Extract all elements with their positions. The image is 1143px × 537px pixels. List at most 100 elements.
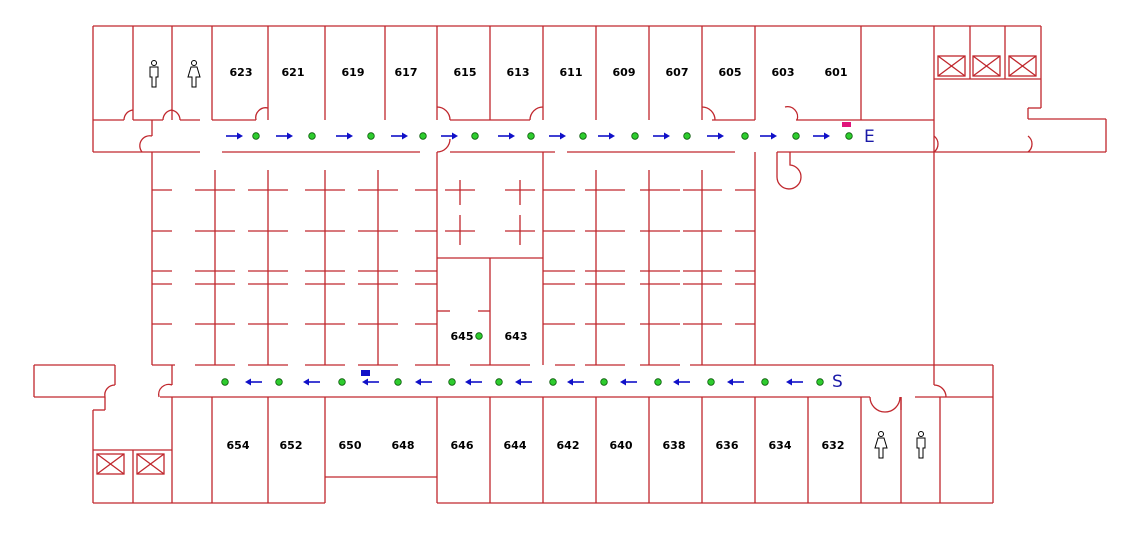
waypoint-dot: [448, 378, 456, 386]
door: [139, 135, 153, 153]
waypoint-dot: [394, 378, 402, 386]
waypoint-dot: [275, 378, 283, 386]
room-label-607: 607: [666, 66, 689, 79]
start-marker: [361, 370, 370, 376]
door: [869, 396, 901, 413]
waypoint-dot: [221, 378, 229, 386]
wall: [972, 55, 1001, 77]
waypoint-dot: [495, 378, 503, 386]
room-label-646: 646: [451, 439, 474, 452]
women-restroom-icon: [874, 431, 888, 459]
waypoint-dot: [654, 378, 662, 386]
men-restroom-icon: [916, 431, 926, 459]
arrow-right-icon: [441, 132, 458, 140]
wall: [1008, 55, 1037, 77]
room-label-609: 609: [613, 66, 636, 79]
room-label-623: 623: [230, 66, 253, 79]
waypoint-dot: [683, 132, 691, 140]
arrow-right-icon: [336, 132, 353, 140]
room-label-619: 619: [342, 66, 365, 79]
room-label-615: 615: [454, 66, 477, 79]
door: [436, 138, 451, 153]
room-label-613: 613: [507, 66, 530, 79]
room-label-617: 617: [395, 66, 418, 79]
room-label-645: 645: [451, 330, 474, 343]
arrow-left-icon: [303, 378, 320, 386]
waypoint-dot: [845, 132, 853, 140]
wall: [136, 453, 165, 475]
arrow-left-icon: [673, 378, 690, 386]
women-restroom-icon: [187, 60, 201, 88]
waypoint-dot: [631, 132, 639, 140]
arrow-right-icon: [549, 132, 566, 140]
arrow-right-icon: [391, 132, 408, 140]
arrow-right-icon: [498, 132, 515, 140]
waypoint-dot: [527, 132, 535, 140]
arrow-left-icon: [362, 378, 379, 386]
waypoint-dot: [579, 132, 587, 140]
door: [170, 109, 181, 121]
arrow-right-icon: [598, 132, 615, 140]
room-label-650: 650: [339, 439, 362, 452]
walls: [33, 25, 1107, 504]
end-marker: [842, 122, 851, 127]
arrow-left-icon: [465, 378, 482, 386]
waypoint-dot: [367, 132, 375, 140]
start-label: S: [832, 372, 843, 392]
arrow-left-icon: [415, 378, 432, 386]
arrow-left-icon: [620, 378, 637, 386]
door: [436, 106, 451, 121]
room-label-638: 638: [663, 439, 686, 452]
room-label-644: 644: [504, 439, 527, 452]
waypoint-dot: [338, 378, 346, 386]
arrow-right-icon: [760, 132, 777, 140]
arrow-right-icon: [813, 132, 830, 140]
room-label-640: 640: [610, 439, 633, 452]
room-label-643: 643: [505, 330, 528, 343]
waypoint-dot: [816, 378, 824, 386]
room-label-605: 605: [719, 66, 742, 79]
waypoint-dot: [471, 132, 479, 140]
door: [255, 107, 269, 121]
waypoint-dot: [600, 378, 608, 386]
door: [123, 109, 134, 121]
door: [701, 106, 716, 121]
room-label-634: 634: [769, 439, 792, 452]
end-label: E: [864, 127, 875, 147]
room-label-654: 654: [227, 439, 250, 452]
door: [933, 135, 939, 153]
room-label-603: 603: [772, 66, 795, 79]
waypoint-dot: [707, 378, 715, 386]
waypoint-dot: [475, 332, 483, 340]
wall: [972, 55, 1001, 77]
door: [529, 106, 544, 121]
room-label-632: 632: [822, 439, 845, 452]
waypoint-dot: [549, 378, 557, 386]
room-label-621: 621: [282, 66, 305, 79]
wall: [136, 453, 165, 475]
arrow-left-icon: [245, 378, 262, 386]
arrow-right-icon: [276, 132, 293, 140]
stair-wall: [776, 152, 802, 190]
door: [784, 106, 799, 121]
wall: [96, 453, 125, 475]
room-label-601: 601: [825, 66, 848, 79]
waypoint-dot: [308, 132, 316, 140]
wall: [937, 55, 966, 77]
waypoint-dot: [792, 132, 800, 140]
room-label-648: 648: [392, 439, 415, 452]
wall: [1008, 55, 1037, 77]
room-label-636: 636: [716, 439, 739, 452]
arrow-left-icon: [786, 378, 803, 386]
waypoint-dot: [252, 132, 260, 140]
door: [933, 384, 947, 398]
room-label-642: 642: [557, 439, 580, 452]
door: [1027, 135, 1033, 153]
arrow-right-icon: [653, 132, 670, 140]
waypoint-dot: [741, 132, 749, 140]
room-label-652: 652: [280, 439, 303, 452]
arrow-right-icon: [226, 132, 243, 140]
door: [162, 109, 173, 121]
